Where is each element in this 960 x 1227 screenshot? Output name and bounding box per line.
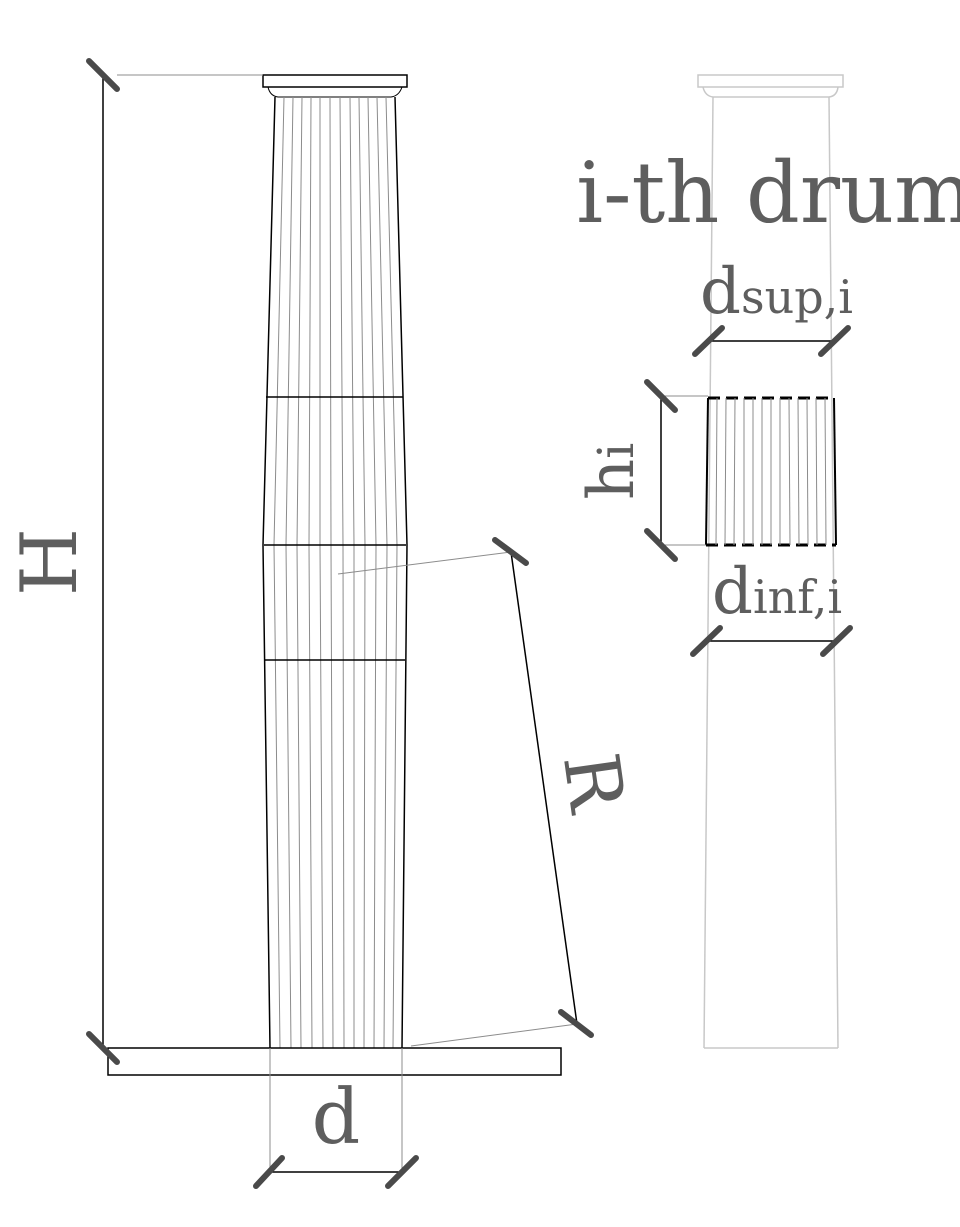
h-i-label-sub: i — [587, 443, 645, 459]
shaft-flutes — [273, 96, 398, 1049]
height-tick-bottom — [86, 1031, 120, 1065]
h-i-dimension: hi — [575, 379, 678, 562]
h-i-label-base: h — [575, 459, 649, 500]
radius-tick-top — [492, 537, 529, 566]
radius-dimension: R — [337, 537, 642, 1047]
height-tick-top — [86, 58, 120, 92]
d-inf-tick-left — [690, 625, 723, 657]
drum-title: i-th drum — [576, 144, 960, 242]
drum-flutes — [715, 397, 827, 546]
height-label: H — [5, 528, 95, 596]
ghost-column — [697, 74, 844, 1049]
h-i-label: hi — [575, 443, 649, 500]
d-inf-label: dinf,i — [712, 555, 842, 629]
height-dimension: H — [5, 58, 263, 1065]
capital-echinus — [267, 86, 403, 98]
d-sup-label: dsup,i — [700, 255, 853, 329]
d-inf-label-base: d — [712, 555, 753, 629]
h-i-tick-bottom — [644, 528, 678, 562]
h-i-tick-top — [644, 379, 678, 413]
main-column — [107, 74, 562, 1076]
base-slab — [107, 1047, 562, 1076]
d-inf-dimension: dinf,i — [690, 555, 853, 657]
d-sup-label-sub: sup,i — [741, 270, 853, 324]
radius-tick-bottom — [558, 1009, 594, 1038]
diameter-tick-right — [385, 1155, 419, 1189]
shaft-outline-right — [394, 96, 408, 1049]
d-sup-label-base: d — [700, 255, 741, 329]
radius-label: R — [546, 747, 642, 819]
d-sup-dimension: dsup,i — [692, 255, 853, 357]
d-inf-label-sub: inf,i — [753, 570, 842, 624]
capital-abacus — [262, 74, 408, 88]
d-inf-tick-right — [820, 625, 853, 657]
diameter-tick-left — [253, 1155, 285, 1189]
d-sup-tick-right — [818, 325, 851, 357]
shaft-outline — [262, 96, 276, 1049]
diameter-label: d — [312, 1072, 361, 1161]
d-sup-tick-left — [692, 325, 725, 357]
ith-drum — [661, 395, 837, 547]
diameter-dimension: d — [253, 1048, 419, 1189]
